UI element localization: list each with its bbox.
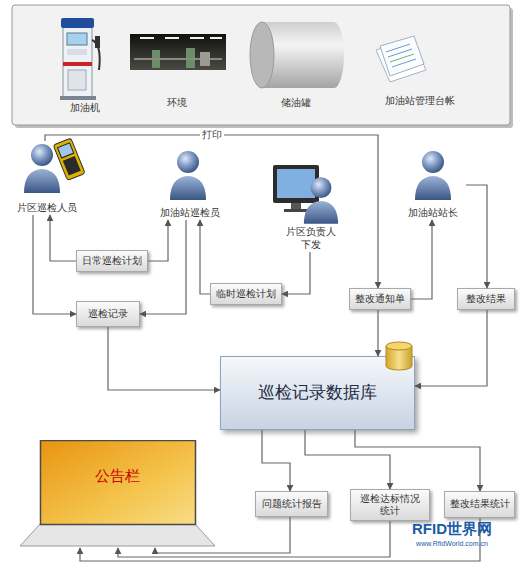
node-text: 片区负责人 下发 — [282, 226, 340, 251]
flow-arrow — [262, 430, 290, 491]
node-text: 整改结果统计 — [450, 498, 510, 511]
flow-arrow — [108, 327, 220, 390]
node-text: 公告栏 — [95, 467, 140, 486]
fuel-pump-picture — [60, 18, 100, 100]
flow-arrow — [140, 220, 186, 314]
process-box: 问题统计报告 — [255, 491, 328, 517]
flow-arrow — [377, 310, 378, 356]
flow-arrow — [305, 430, 390, 489]
person-icon — [170, 151, 206, 200]
notice-board: 公告栏 — [20, 440, 215, 548]
flow-arrow — [411, 220, 432, 299]
flow-arrow — [50, 215, 76, 261]
image-band — [12, 5, 510, 125]
picture-caption: 加油站管理台帐 — [385, 94, 455, 108]
node-text: 整改通知单 — [355, 293, 405, 306]
person-icon — [304, 177, 338, 224]
flow-arrow — [466, 185, 487, 288]
process-box: 整改通知单 — [349, 288, 411, 310]
picture-caption: 储油罐 — [281, 96, 311, 110]
person-icon — [415, 151, 451, 200]
watermark: RFID世界网 — [412, 520, 492, 539]
person-node: 加油站站长 — [400, 150, 466, 220]
process-box: 巡检达标情况 统计 — [350, 489, 430, 521]
node-text: 临时巡检计划 — [216, 288, 276, 301]
node-text: 加油站站长 — [408, 207, 458, 220]
flow-arrow — [80, 518, 480, 561]
node-text: 巡检记录数据库 — [258, 382, 377, 403]
storage-tank-picture — [250, 22, 344, 88]
station-photo — [130, 34, 226, 70]
watermark: www.RfidWorld.com.cn — [416, 540, 488, 547]
flow-arrow — [45, 135, 378, 288]
flow-arrow — [415, 310, 487, 386]
node-text: 巡检记录 — [88, 308, 128, 321]
process-box: 日常巡检计划 — [76, 250, 148, 272]
process-box: 整改结果统计 — [444, 491, 515, 518]
ledger-picture — [376, 36, 426, 82]
board-base — [20, 524, 215, 546]
picture-caption: 加油机 — [70, 101, 100, 115]
person-node: 片区负责人 下发 — [268, 160, 354, 252]
flow-arrow — [155, 517, 290, 553]
database-cylinder — [386, 342, 412, 370]
picture-caption: 环境 — [167, 96, 187, 110]
person-node: 加油站巡检员 — [148, 150, 232, 220]
board-panel — [41, 441, 196, 525]
board-outline — [20, 440, 215, 548]
node-text: 问题统计报告 — [262, 498, 322, 511]
process-box: 巡检记录 — [76, 301, 140, 327]
handheld-device — [53, 138, 85, 180]
process-box: 整改结果 — [457, 288, 515, 310]
edge-label: 打印 — [200, 128, 224, 142]
database-box: 巡检记录数据库 — [220, 356, 415, 430]
node-text: 片区巡检人员 — [17, 202, 77, 215]
flow-arrow — [200, 220, 210, 294]
flow-arrow — [148, 220, 168, 261]
flow-arrow — [355, 430, 480, 491]
process-box: 临时巡检计划 — [210, 283, 282, 305]
flow-arrow — [118, 521, 390, 557]
node-text: 日常巡检计划 — [82, 255, 142, 268]
node-text: 加油站巡检员 — [160, 207, 220, 220]
person-icon — [24, 144, 60, 193]
flow-arrow — [33, 215, 76, 314]
node-text: 巡检达标情况 统计 — [354, 493, 426, 518]
node-text: 整改结果 — [466, 293, 506, 306]
person-node: 片区巡检人员 — [6, 141, 88, 215]
flow-arrow — [282, 252, 310, 294]
